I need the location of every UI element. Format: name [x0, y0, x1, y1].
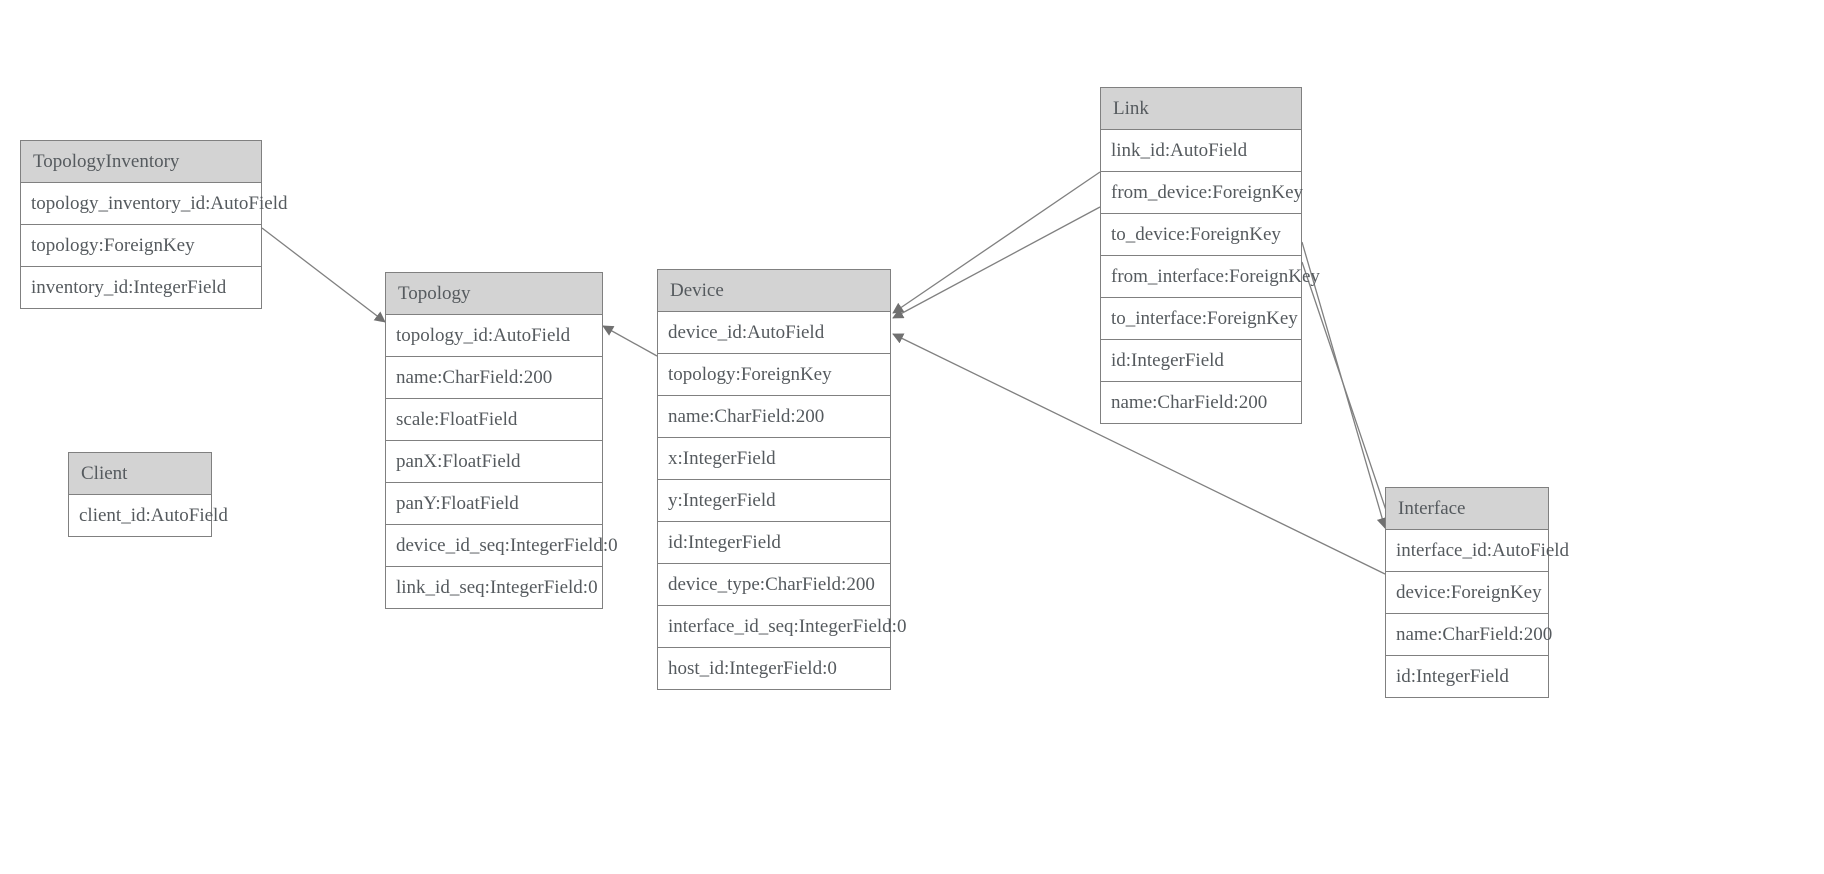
entity-topology-inventory[interactable]: TopologyInventory topology_inventory_id:…	[20, 140, 288, 309]
entity-field: id:IntegerField	[658, 522, 890, 564]
relationship-edge	[261, 227, 386, 323]
entity-field: interface_id_seq:IntegerField:0	[658, 606, 906, 648]
entity-field: device:ForeignKey	[1386, 572, 1548, 614]
relationship-edge	[602, 325, 658, 357]
relationship-edge	[1301, 261, 1394, 529]
entity-field: interface_id:AutoField	[1386, 530, 1569, 572]
entity-field: id:IntegerField	[1101, 340, 1301, 382]
entity-client[interactable]: Client client_id:AutoField	[68, 452, 228, 537]
entity-field: y:IntegerField	[658, 480, 890, 522]
entity-title: Client	[69, 453, 211, 495]
entity-field: scale:FloatField	[386, 399, 602, 441]
entity-title: Link	[1101, 88, 1301, 130]
entity-title: Interface	[1386, 488, 1548, 530]
entity-field: topology_id:AutoField	[386, 315, 602, 357]
entity-title: Topology	[386, 273, 602, 315]
entity-field: panY:FloatField	[386, 483, 602, 525]
relationship-edge	[892, 206, 1101, 319]
entity-field: device_id:AutoField	[658, 312, 890, 354]
entity-link[interactable]: Link link_id:AutoField from_device:Forei…	[1100, 87, 1320, 424]
entity-field: name:CharField:200	[658, 396, 890, 438]
entity-field: device_id_seq:IntegerField:0	[386, 525, 618, 567]
entity-field: from_device:ForeignKey	[1101, 172, 1303, 214]
entity-device[interactable]: Device device_id:AutoField topology:Fore…	[657, 269, 906, 690]
entity-title: TopologyInventory	[21, 141, 261, 183]
entity-field: to_device:ForeignKey	[1101, 214, 1301, 256]
entity-title: Device	[658, 270, 890, 312]
entity-topology[interactable]: Topology topology_id:AutoField name:Char…	[385, 272, 618, 609]
entity-field: name:CharField:200	[1101, 382, 1301, 423]
entity-field: x:IntegerField	[658, 438, 890, 480]
entity-field: link_id_seq:IntegerField:0	[386, 567, 602, 608]
entity-field: from_interface:ForeignKey	[1101, 256, 1320, 298]
entity-field: link_id:AutoField	[1101, 130, 1301, 172]
entity-field: id:IntegerField	[1386, 656, 1548, 697]
entity-field: inventory_id:IntegerField	[21, 267, 261, 308]
entity-field: device_type:CharField:200	[658, 564, 890, 606]
entity-field: topology_inventory_id:AutoField	[21, 183, 288, 225]
entity-field: topology:ForeignKey	[658, 354, 890, 396]
entity-field: name:CharField:200	[386, 357, 602, 399]
entity-interface[interactable]: Interface interface_id:AutoField device:…	[1385, 487, 1569, 698]
relationship-edge	[892, 171, 1101, 314]
entity-field: name:CharField:200	[1386, 614, 1552, 656]
entity-field: to_interface:ForeignKey	[1101, 298, 1301, 340]
entity-field: host_id:IntegerField:0	[658, 648, 890, 689]
entity-field: panX:FloatField	[386, 441, 602, 483]
entity-field: topology:ForeignKey	[21, 225, 261, 267]
entity-field: client_id:AutoField	[69, 495, 228, 536]
